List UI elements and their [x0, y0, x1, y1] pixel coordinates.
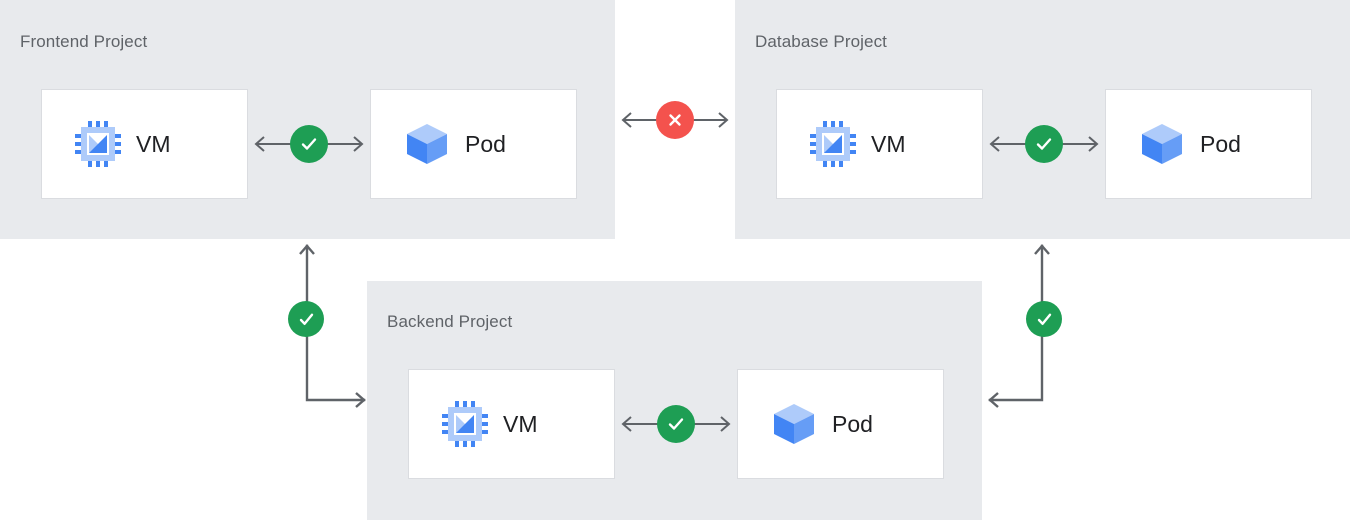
check-circle-icon	[1033, 133, 1055, 155]
card-database-vm[interactable]: VM	[776, 89, 983, 199]
vm-chip-icon	[809, 120, 857, 168]
card-label-database-pod: Pod	[1200, 130, 1241, 157]
check-circle-icon	[665, 413, 687, 435]
pod-cube-icon	[1138, 120, 1186, 168]
card-label-backend-pod: Pod	[832, 410, 873, 437]
card-frontend-pod[interactable]: Pod	[370, 89, 577, 199]
check-circle-icon	[298, 133, 320, 155]
card-database-pod[interactable]: Pod	[1105, 89, 1312, 199]
status-badge-database-backend[interactable]	[1026, 301, 1062, 337]
panel-title-backend: Backend Project	[387, 312, 513, 331]
check-circle-icon	[1034, 309, 1055, 330]
card-label-frontend-vm: VM	[136, 130, 171, 157]
status-badge-backend-internal[interactable]	[657, 405, 695, 443]
card-label-database-vm: VM	[871, 130, 906, 157]
panel-title-database: Database Project	[755, 32, 888, 51]
status-badge-database-internal[interactable]	[1025, 125, 1063, 163]
vm-chip-icon	[441, 400, 489, 448]
card-backend-vm[interactable]: VM	[408, 369, 615, 479]
card-frontend-vm[interactable]: VM	[41, 89, 248, 199]
panel-title-frontend: Frontend Project	[20, 32, 148, 51]
status-badge-frontend-internal[interactable]	[290, 125, 328, 163]
status-badge-frontend-database-blocked[interactable]	[656, 101, 694, 139]
pod-cube-icon	[770, 400, 818, 448]
vm-chip-icon	[74, 120, 122, 168]
pod-cube-icon	[403, 120, 451, 168]
card-label-backend-vm: VM	[503, 410, 538, 437]
status-badge-frontend-backend[interactable]	[288, 301, 324, 337]
card-label-frontend-pod: Pod	[465, 130, 506, 157]
check-circle-icon	[296, 309, 317, 330]
x-circle-icon	[665, 110, 685, 130]
card-backend-pod[interactable]: Pod	[737, 369, 944, 479]
